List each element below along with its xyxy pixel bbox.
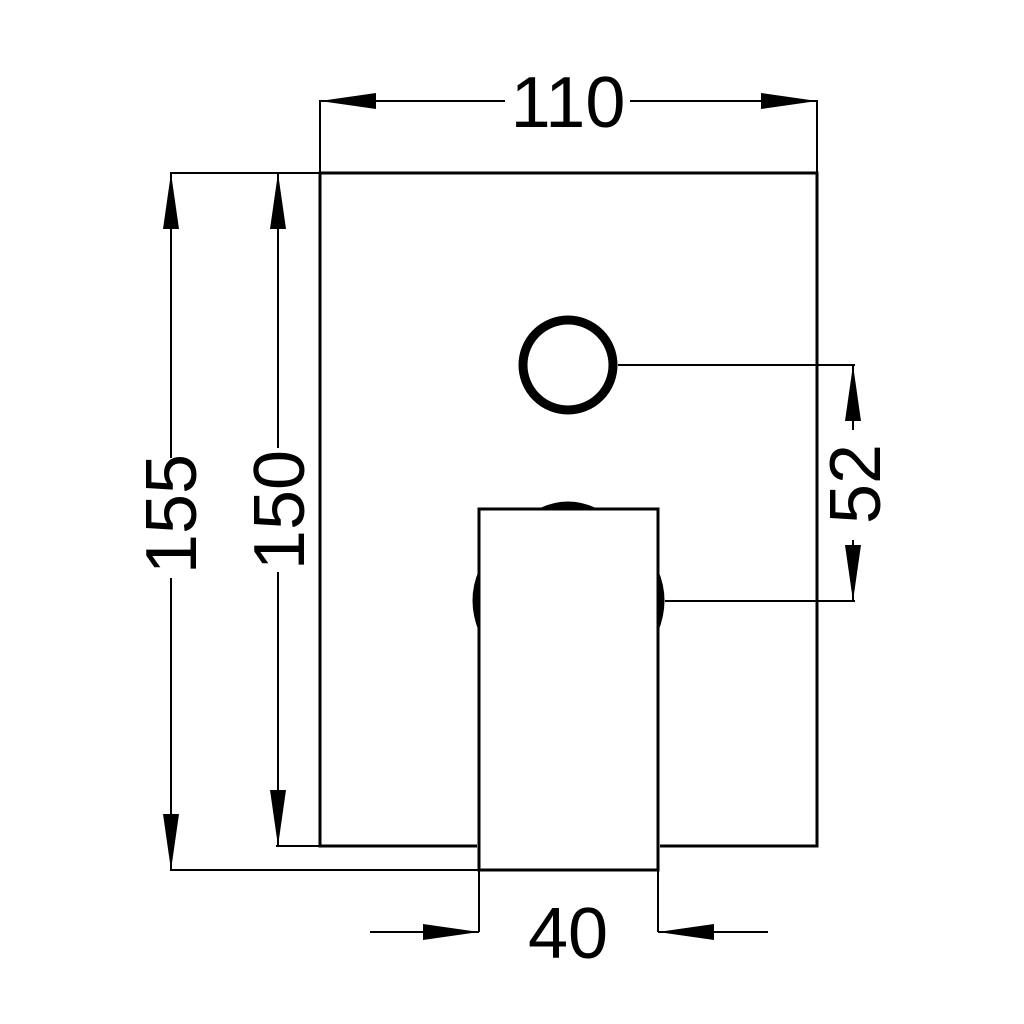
dimension-155-label: 155 (132, 454, 212, 574)
dimension-52-label: 52 (816, 444, 896, 524)
dimension-155: 155 (132, 173, 212, 870)
dimension-150-label: 150 (240, 450, 320, 570)
dimension-52: 52 (816, 365, 896, 601)
extension-lines (170, 100, 855, 932)
dimension-40: 40 (370, 894, 768, 974)
diverter-knob (518, 315, 618, 415)
dimension-110: 110 (320, 63, 817, 143)
wall-plate (318, 171, 819, 848)
dimension-150: 150 (240, 173, 320, 846)
dimension-40-label: 40 (528, 894, 608, 974)
lever-handle (472, 501, 665, 872)
dimension-110-label: 110 (511, 63, 626, 143)
